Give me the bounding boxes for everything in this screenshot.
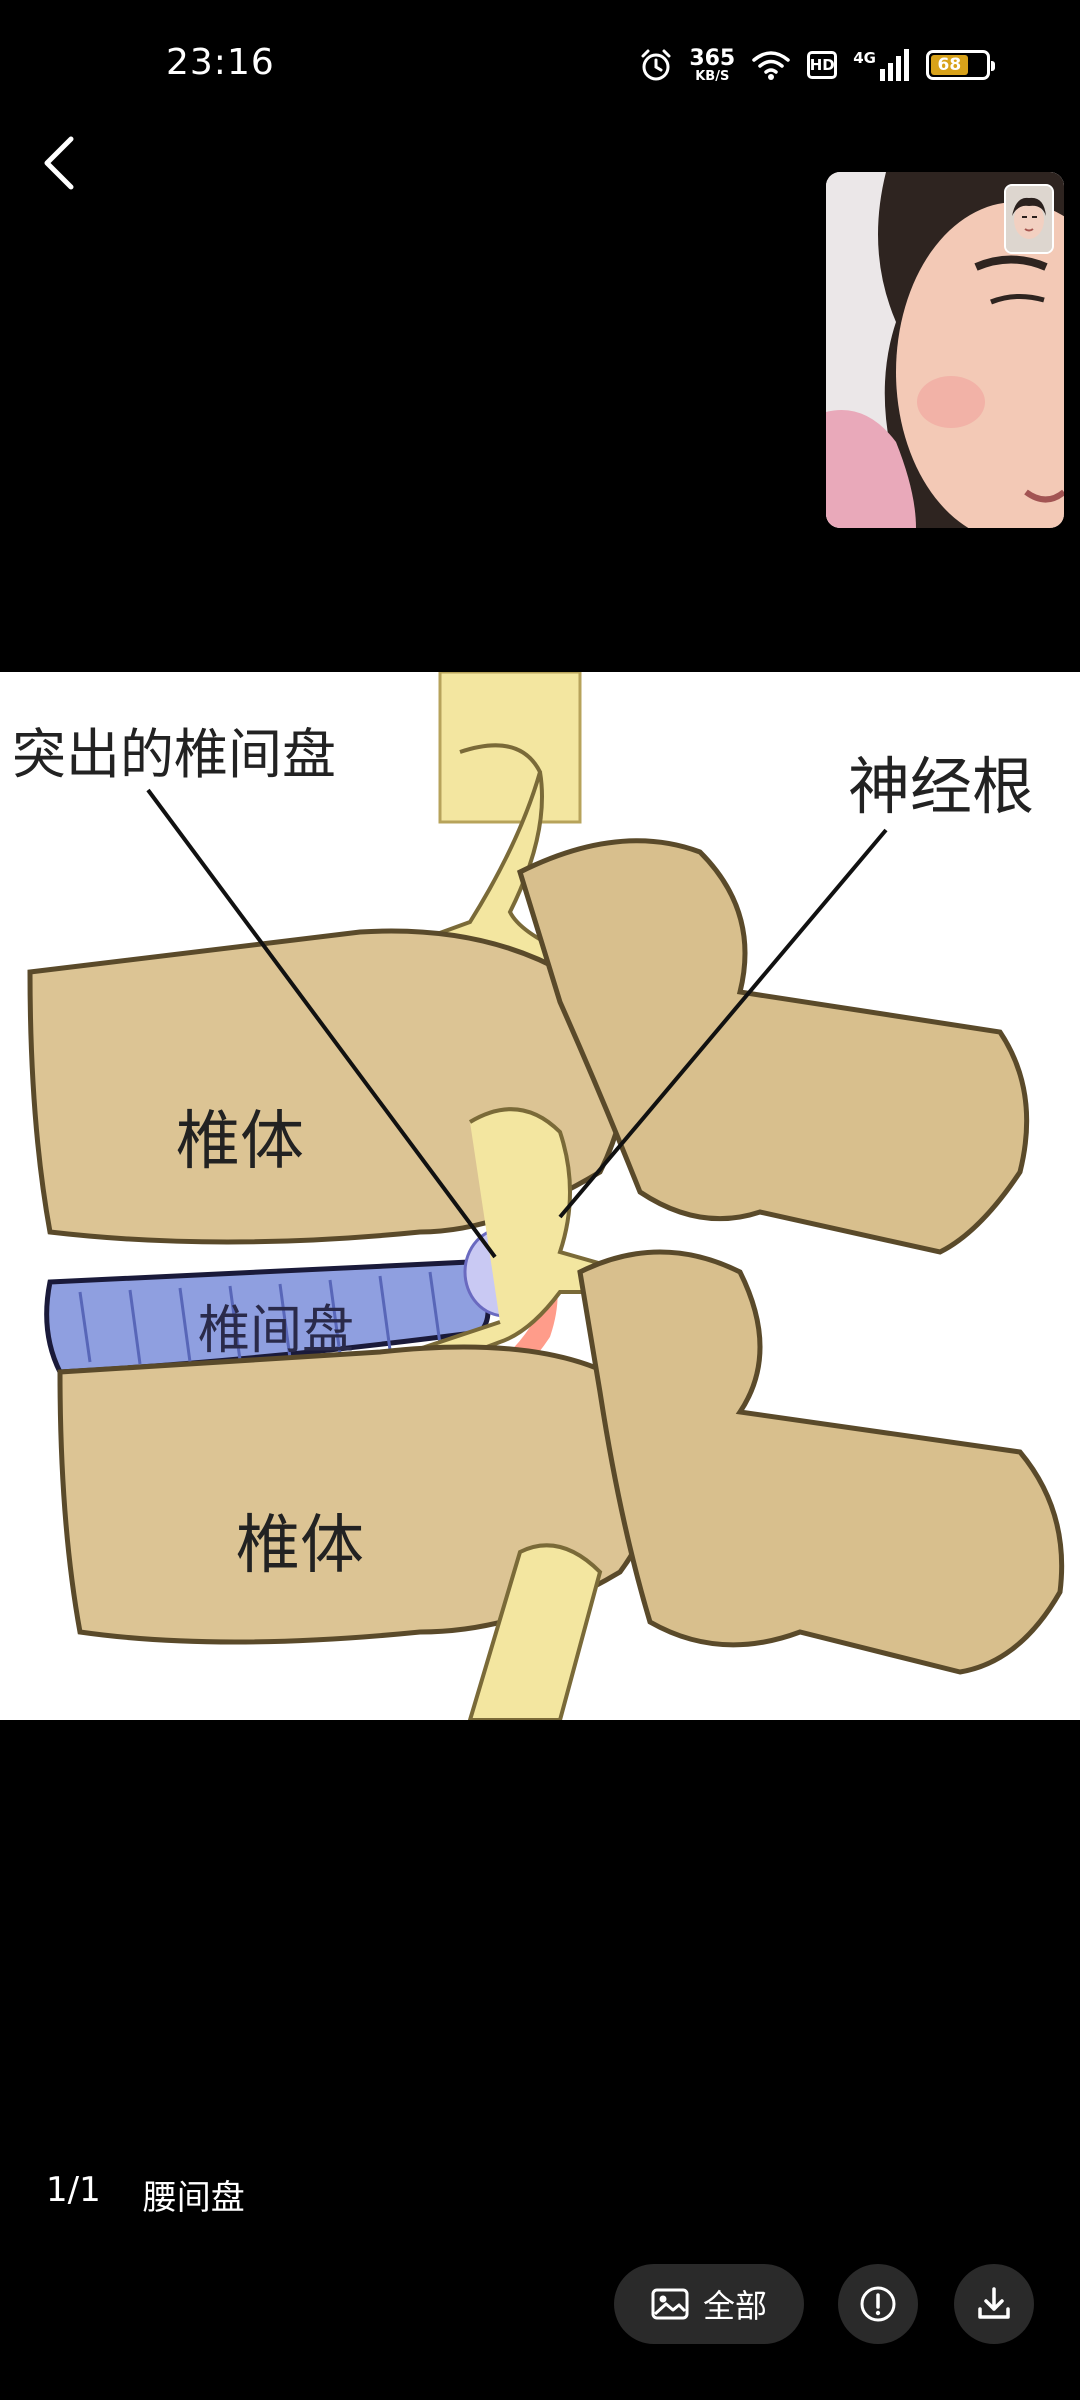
image-icon — [651, 2288, 689, 2320]
battery-icon: 68 — [926, 50, 995, 80]
all-photos-button[interactable]: 全部 — [614, 2264, 804, 2344]
label-herniated-disc: 突出的椎间盘 — [12, 723, 336, 786]
spine-illustration[interactable]: 突出的椎间盘 神经根 椎体 椎间盘 椎体 — [0, 672, 1080, 1720]
network-speed-unit: KB/S — [695, 68, 730, 84]
video-call-window[interactable] — [826, 172, 1064, 528]
spine-drawing — [27, 672, 1065, 1720]
status-time: 23:16 — [166, 42, 275, 83]
self-video-feed — [1006, 186, 1052, 252]
page-counter: 1/1 — [46, 2170, 101, 2210]
status-icons: 365 KB/S HD 4G 68 — [639, 42, 995, 88]
signal-icon — [880, 49, 909, 81]
image-caption: 1/1 腰间盘 — [46, 2170, 245, 2219]
remote-video-feed — [826, 172, 1064, 528]
download-button[interactable] — [954, 2264, 1034, 2344]
battery-level: 68 — [931, 55, 968, 75]
label-disc: 椎间盘 — [198, 1301, 355, 1361]
report-button[interactable] — [838, 2264, 918, 2344]
wifi-icon — [752, 51, 790, 80]
album-title: 腰间盘 — [142, 2178, 245, 2218]
network-speed-value: 365 — [689, 45, 736, 71]
hd-badge: HD — [807, 51, 838, 79]
label-vertebra-top: 椎体 — [176, 1105, 304, 1179]
network-speed: 365 KB/S — [689, 45, 736, 84]
label-nerve-root: 神经根 — [848, 750, 1035, 823]
label-vertebra-bottom: 椎体 — [236, 1509, 364, 1583]
download-icon — [978, 2287, 1010, 2319]
back-button[interactable] — [24, 128, 94, 198]
all-photos-label: 全部 — [702, 2287, 767, 2325]
report-icon — [860, 2286, 896, 2322]
network-type: 4G — [853, 49, 876, 67]
self-video-thumbnail[interactable] — [1004, 184, 1054, 254]
chevron-left-icon — [44, 136, 74, 190]
signal-group: 4G — [853, 49, 910, 81]
status-bar: 23:16 365 KB/S HD 4G — [0, 0, 1080, 140]
alarm-icon — [641, 49, 671, 81]
